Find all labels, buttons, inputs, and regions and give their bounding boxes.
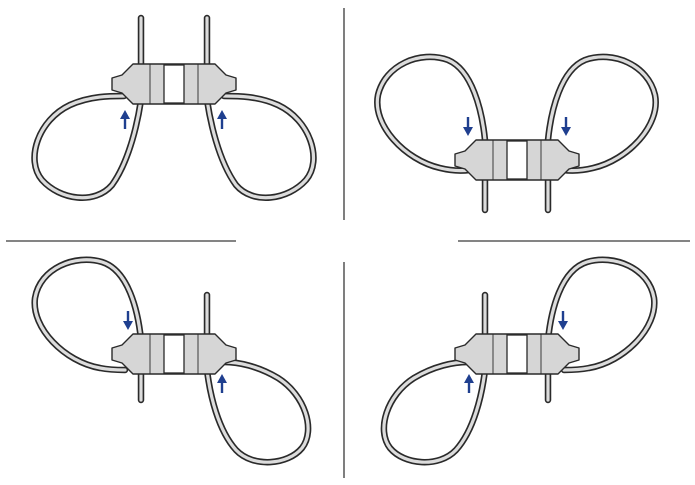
- seal-loop-left: [374, 53, 489, 214]
- seal-loop-left: [31, 14, 145, 201]
- arrow-up-icon: [118, 108, 132, 131]
- seal-loop-right: [203, 14, 317, 201]
- panel-top-right: [374, 53, 659, 214]
- arrow-down-icon: [461, 115, 475, 138]
- seal-body: [454, 333, 580, 375]
- panel-bottom-left: [31, 256, 312, 466]
- seal-loop-right: [544, 53, 659, 214]
- seal-body: [111, 333, 237, 375]
- seal-loop-right: [203, 291, 312, 466]
- arrow-down-icon: [556, 309, 570, 332]
- seal-loop-right: [544, 256, 658, 404]
- seal-body: [454, 139, 580, 181]
- arrow-up-icon: [215, 372, 229, 395]
- arrow-down-icon: [559, 115, 573, 138]
- arrow-down-icon: [121, 309, 135, 332]
- seal-body: [111, 63, 237, 105]
- seal-loop-left: [380, 291, 489, 466]
- arrow-up-icon: [462, 372, 476, 395]
- panel-bottom-right: [380, 256, 658, 466]
- panel-top-left: [31, 14, 317, 201]
- seal-loop-left: [31, 256, 145, 404]
- arrow-up-icon: [215, 108, 229, 131]
